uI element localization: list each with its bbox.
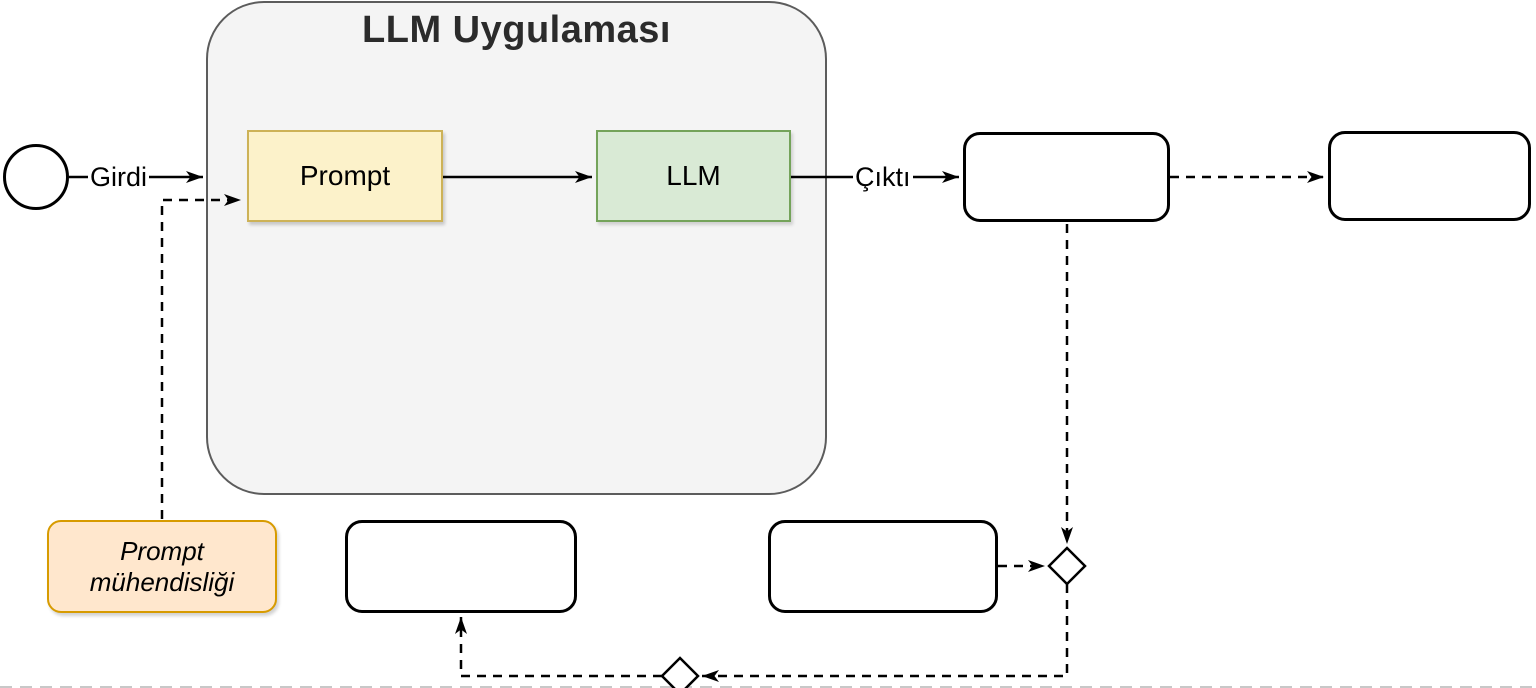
bottom-right-box — [768, 520, 998, 613]
container-title: LLM Uygulaması — [362, 9, 671, 51]
output-edge-label: Çıktı — [853, 162, 913, 193]
input-edge-label: Girdi — [88, 162, 150, 193]
prompt-node: Prompt — [247, 130, 443, 222]
gateway-diamond-bottom — [660, 656, 700, 688]
edge-prompt-engineering-to-prompt — [160, 194, 241, 519]
edge-bottom-gateway-to-bottom-left — [455, 617, 662, 678]
bottom-left-box — [345, 520, 577, 613]
prompt-node-label: Prompt — [299, 160, 391, 191]
next-step-box — [1328, 131, 1531, 221]
llm-application-container: LLM Uygulaması — [206, 1, 827, 495]
gateway-diamond-right — [1047, 546, 1087, 586]
llm-node: LLM — [596, 130, 791, 222]
prompt-engineering-label: Prompt mühendisliği — [89, 535, 235, 597]
prompt-engineering-box: Prompt mühendisliği — [47, 520, 277, 613]
start-event-circle — [3, 144, 69, 210]
llm-node-label: LLM — [666, 160, 721, 191]
output-box — [963, 132, 1170, 222]
